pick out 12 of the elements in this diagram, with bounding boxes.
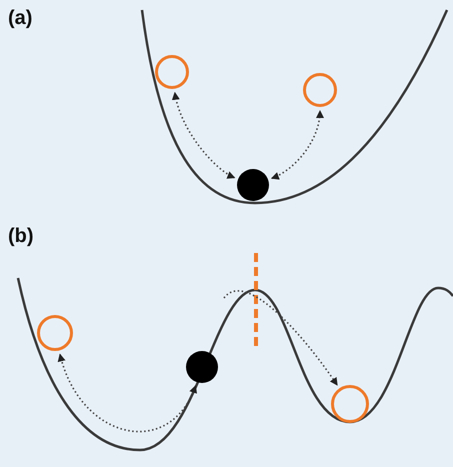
dotted-arrow <box>223 290 338 386</box>
panel-label: (b) <box>8 226 34 246</box>
ball <box>237 169 269 201</box>
ball-position-ring <box>331 385 369 423</box>
ball-position-ring <box>303 73 337 107</box>
ball-position-ring <box>155 55 189 89</box>
ball-position-ring <box>37 315 73 351</box>
dotted-arrow <box>270 110 324 180</box>
ball <box>186 351 218 383</box>
dotted-arrow <box>172 92 236 178</box>
panel-label: (a) <box>8 8 32 28</box>
dotted-arrow <box>58 353 196 432</box>
